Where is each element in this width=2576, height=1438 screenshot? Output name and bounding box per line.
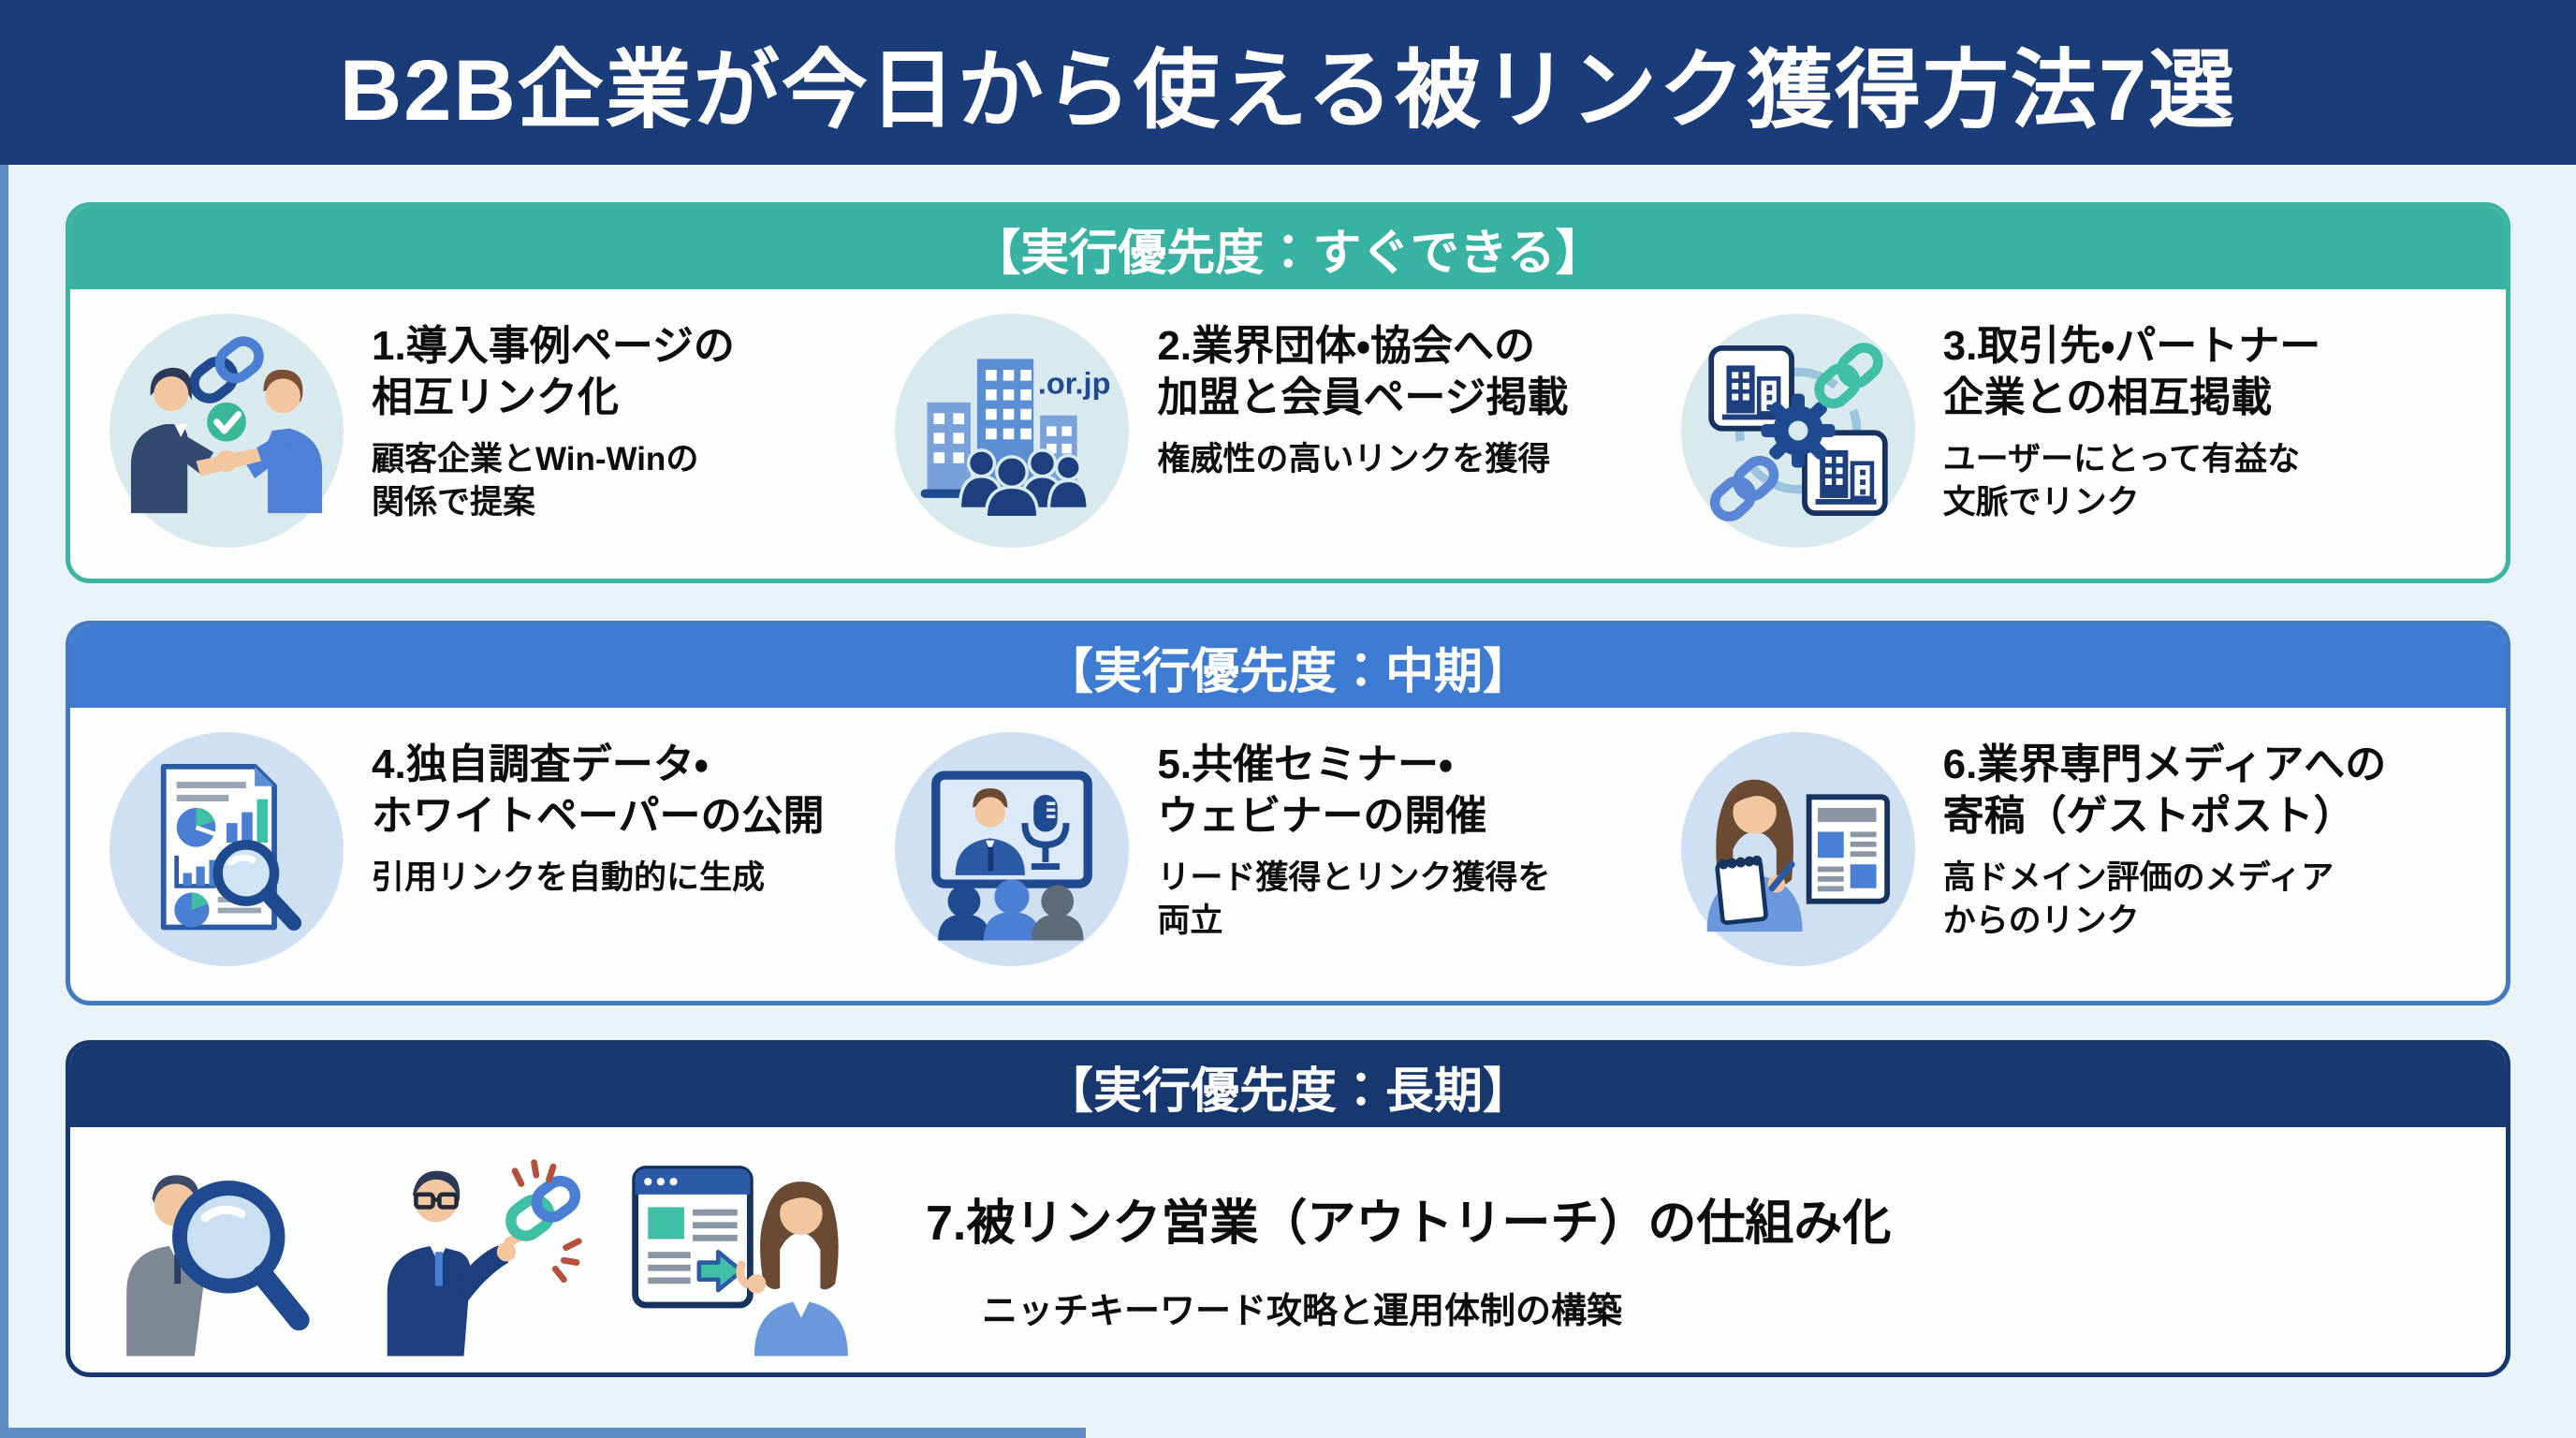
method-item-5-text: 5.共催セミナー・ ウェビナーの開催 リード獲得とリンク獲得を 両立: [1157, 732, 1550, 942]
magnifier-person-icon: [110, 1146, 344, 1371]
report-magnifier-icon: [110, 732, 344, 966]
link-pointer-person-icon: [366, 1146, 600, 1371]
section-longterm-header: 【実行優先度：長期】: [70, 1045, 2506, 1127]
method-item-4: 4.独自調査データ・ ホワイトペーパーの公開 引用リンクを自動的に生成: [110, 732, 895, 966]
method-item-2-title: 2.業界団体・協会への 加盟と会員ページ掲載: [1157, 323, 1569, 420]
method-item-2: .or.jp: [895, 314, 1680, 548]
section-immediate-label: 【実行優先度：すぐできる】: [972, 226, 1604, 281]
page-title: B2B企業が今日から使える被リンク獲得方法7選: [339, 42, 2237, 139]
partner-exchange-icon: [1680, 314, 1915, 548]
association-orjp-icon: .or.jp: [895, 314, 1130, 548]
section-midterm-label: 【実行優先度：中期】: [1044, 644, 1531, 699]
section-longterm-label: 【実行優先度：長期】: [1044, 1064, 1531, 1119]
method-item-2-text: 2.業界団体・協会への 加盟と会員ページ掲載 権威性の高いリンクを獲得: [1157, 314, 1568, 481]
svg-text:.or.jp: .or.jp: [1038, 367, 1111, 401]
handshake-link-icon: [110, 314, 344, 548]
outreach-illustrations: [110, 1146, 868, 1371]
method-item-5-desc: リード獲得とリンク獲得を 両立: [1157, 859, 1551, 939]
background-edge-left: [0, 165, 8, 1438]
section-midterm-header: 【実行優先度：中期】: [70, 625, 2506, 708]
section-immediate-header: 【実行優先度：すぐできる】: [70, 207, 2506, 289]
method-item-6-desc: 高ドメイン評価のメディア からのリンク: [1942, 859, 2334, 939]
method-item-2-desc: 権威性の高いリンクを獲得: [1157, 441, 1551, 478]
guest-post-icon: [1680, 732, 1915, 966]
method-item-6: 6.業界専門メディアへの 寄稿（ゲストポスト） 高ドメイン評価のメディア からの…: [1680, 732, 2466, 966]
method-item-4-text: 4.独自調査データ・ ホワイトペーパーの公開 引用リンクを自動的に生成: [372, 732, 825, 900]
section-midterm-body: 4.独自調査データ・ ホワイトペーパーの公開 引用リンクを自動的に生成: [70, 708, 2506, 966]
section-immediate: 【実行優先度：すぐできる】: [66, 202, 2510, 583]
section-longterm: 【実行優先度：長期】: [66, 1040, 2510, 1377]
method-item-4-title: 4.独自調査データ・ ホワイトペーパーの公開: [372, 741, 825, 839]
method-item-5-title: 5.共催セミナー・ ウェビナーの開催: [1157, 741, 1487, 839]
method-item-1-desc: 顧客企業とWin-Winの 関係で提案: [372, 441, 699, 521]
method-item-7-text: 7.被リンク営業（アウトリーチ）の仕組み化 ニッチキーワード攻略と運用体制の構築: [926, 1183, 1891, 1333]
background-edge-bottom: [0, 1428, 1086, 1438]
method-item-6-text: 6.業界専門メディアへの 寄稿（ゲストポスト） 高ドメイン評価のメディア からの…: [1943, 732, 2387, 942]
method-item-1-title: 1.導入事例ページの 相互リンク化: [372, 323, 735, 420]
method-item-3: 3.取引先・パートナー 企業との相互掲載 ユーザーにとって有益な 文脈でリンク: [1680, 314, 2466, 548]
section-longterm-body: 7.被リンク営業（アウトリーチ）の仕組み化 ニッチキーワード攻略と運用体制の構築: [70, 1127, 2506, 1372]
browser-presenter-icon: [622, 1146, 856, 1371]
method-item-3-text: 3.取引先・パートナー 企業との相互掲載 ユーザーにとって有益な 文脈でリンク: [1943, 314, 2321, 523]
webinar-icon: [895, 732, 1130, 966]
method-item-5: 5.共催セミナー・ ウェビナーの開催 リード獲得とリンク獲得を 両立: [895, 732, 1680, 966]
method-item-1-text: 1.導入事例ページの 相互リンク化 顧客企業とWin-Winの 関係で提案: [372, 314, 735, 523]
method-item-6-title: 6.業界専門メディアへの 寄稿（ゲストポスト）: [1942, 741, 2387, 839]
method-item-7-title: 7.被リンク営業（アウトリーチ）の仕組み化: [926, 1196, 1892, 1251]
method-item-4-desc: 引用リンクを自動的に生成: [372, 859, 766, 897]
method-item-7-desc: ニッチキーワード攻略と運用体制の構築: [982, 1291, 1623, 1331]
title-banner: B2B企業が今日から使える被リンク獲得方法7選: [0, 0, 2576, 165]
method-item-3-title: 3.取引先・パートナー 企業との相互掲載: [1942, 323, 2321, 420]
method-item-1: 1.導入事例ページの 相互リンク化 顧客企業とWin-Winの 関係で提案: [110, 314, 895, 548]
section-midterm: 【実行優先度：中期】: [66, 621, 2510, 1005]
section-immediate-body: 1.導入事例ページの 相互リンク化 顧客企業とWin-Winの 関係で提案 .o…: [70, 289, 2506, 548]
method-item-3-desc: ユーザーにとって有益な 文脈でリンク: [1942, 441, 2301, 521]
